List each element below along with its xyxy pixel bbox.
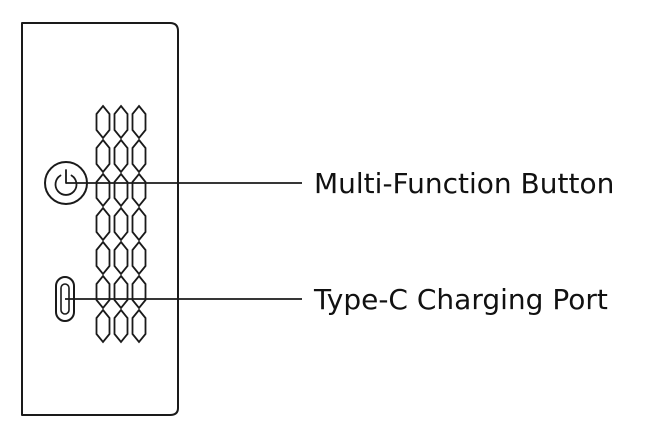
type-c-port-label: Type-C Charging Port: [313, 283, 608, 316]
vent-slot: [113, 172, 129, 208]
vent-slot: [95, 206, 111, 242]
vent-slot: [113, 138, 129, 174]
vent-slot: [113, 308, 129, 344]
power-icon: [54, 169, 78, 196]
vent-grille: [95, 104, 147, 344]
vent-slot: [113, 240, 129, 276]
vent-slot: [131, 308, 147, 344]
vent-slot: [113, 274, 129, 310]
multi-function-button-label: Multi-Function Button: [314, 167, 614, 200]
vent-slot: [95, 240, 111, 276]
vent-slot: [131, 104, 147, 140]
vent-slot: [95, 172, 111, 208]
vent-slot: [113, 104, 129, 140]
vent-slot: [95, 308, 111, 344]
vent-slot: [131, 274, 147, 310]
vent-slot: [95, 274, 111, 310]
vent-slot: [95, 138, 111, 174]
vent-slot: [131, 240, 147, 276]
vent-slot: [131, 172, 147, 208]
vent-slot: [131, 138, 147, 174]
vent-slot: [95, 104, 111, 140]
vent-slot: [131, 206, 147, 242]
vent-slot: [113, 206, 129, 242]
